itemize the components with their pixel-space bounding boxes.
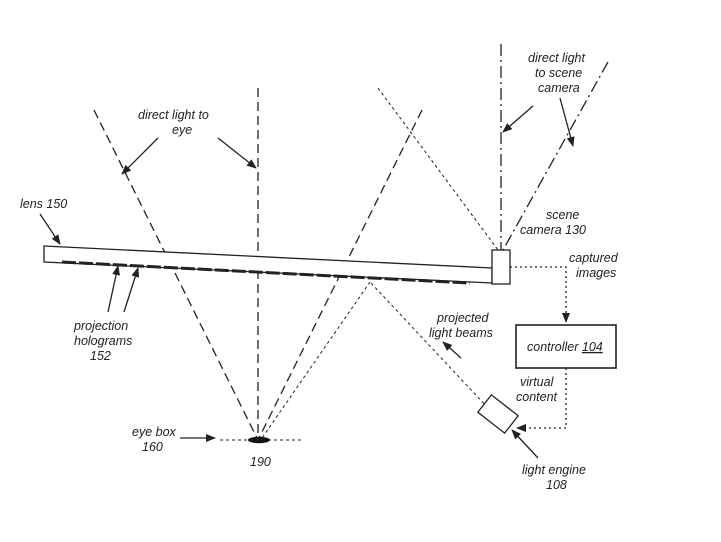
leader-holograms-1 [107,265,120,313]
projected-beam-to-lens [369,281,489,409]
leader-direct-light-eye-left [121,137,159,175]
lens [43,245,493,284]
leader-direct-light-eye-right [217,137,257,169]
leader-lens [39,213,61,245]
label-eye-box: eye box 160 [132,425,179,454]
label-projection-holograms: projection holograms 152 [73,319,136,363]
controller-box [515,324,617,369]
captured-images-path [510,266,570,323]
virtual-content-path [516,368,567,432]
label-light-engine: light engine 108 [522,463,589,492]
projection-holograms [61,260,471,285]
label-direct-light-to-camera: direct light to scene camera [528,51,588,95]
ray-left-to-eye [93,109,259,441]
label-controller: controller 104 [527,340,603,354]
leader-holograms-2 [123,267,140,313]
label-lens: lens 150 [20,197,67,211]
light-engine [476,393,520,435]
leader-projected-beams [442,341,462,359]
projected-beam-to-eye [261,281,371,439]
leader-camera-right [559,97,575,147]
label-pupil: 190 [250,455,271,469]
camera-ray-right [502,61,609,251]
label-captured-images: captured images [569,251,621,280]
leader-camera-left [502,105,534,133]
leader-light-engine [511,429,539,459]
label-projected-light-beams: projected light beams [429,311,493,340]
label-scene-camera: scene camera 130 [520,208,586,237]
label-direct-light-to-eye: direct light to eye [138,108,212,137]
scene-camera [491,249,511,285]
ray-to-scene-camera-left [377,87,499,251]
label-virtual-content: virtual content [516,375,558,404]
